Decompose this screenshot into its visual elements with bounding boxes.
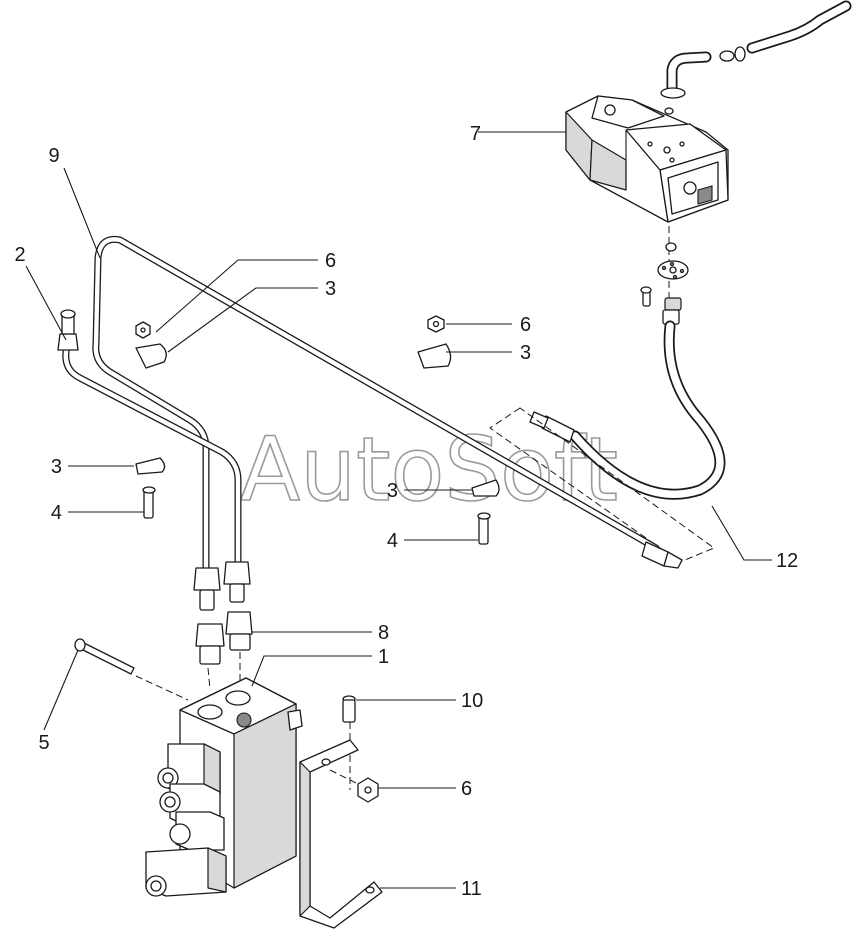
return-pipe: [57, 309, 242, 594]
solenoid-coils: [145, 743, 227, 897]
callout-12: 12: [776, 550, 798, 572]
adapters: [195, 611, 253, 665]
callout-3d: 3: [387, 480, 398, 502]
callout-4a: 4: [51, 502, 62, 524]
callout-3b: 3: [520, 342, 531, 364]
callout-9: 9: [48, 145, 59, 167]
bolt-10: [342, 695, 356, 723]
pipe-end-fittings: [193, 561, 251, 611]
callout-6b: 6: [520, 314, 531, 336]
pressure-pipe: [92, 235, 683, 594]
callout-8: 8: [378, 622, 389, 644]
flexible-hose: [529, 320, 726, 500]
callout-5: 5: [38, 732, 49, 754]
callout-2: 2: [14, 244, 25, 266]
callout-11: 11: [461, 878, 482, 900]
bolts-4: [142, 486, 491, 545]
long-bolt: [74, 638, 135, 675]
callout-6a: 6: [325, 250, 336, 272]
callout-7: 7: [470, 123, 481, 145]
oil-filter: [565, 95, 729, 223]
callout-numbers: 7 9 2 6 3 6 3 3 3 4 4 12 8 1 10 5 6 11: [14, 123, 798, 900]
callout-4b: 4: [387, 530, 398, 552]
callout-6c: 6: [461, 778, 472, 800]
nut-bracket: [357, 777, 379, 803]
filter-inlet-hose: [660, 0, 852, 99]
callout-3c: 3: [51, 456, 62, 478]
callout-1: 1: [378, 646, 389, 668]
clamps-and-nuts: [135, 315, 500, 497]
leader-lines: [25, 131, 772, 889]
callout-3a: 3: [325, 278, 336, 300]
callout-10: 10: [461, 690, 483, 712]
filter-outlet-parts: [640, 226, 689, 325]
mounting-bracket: [299, 739, 383, 929]
